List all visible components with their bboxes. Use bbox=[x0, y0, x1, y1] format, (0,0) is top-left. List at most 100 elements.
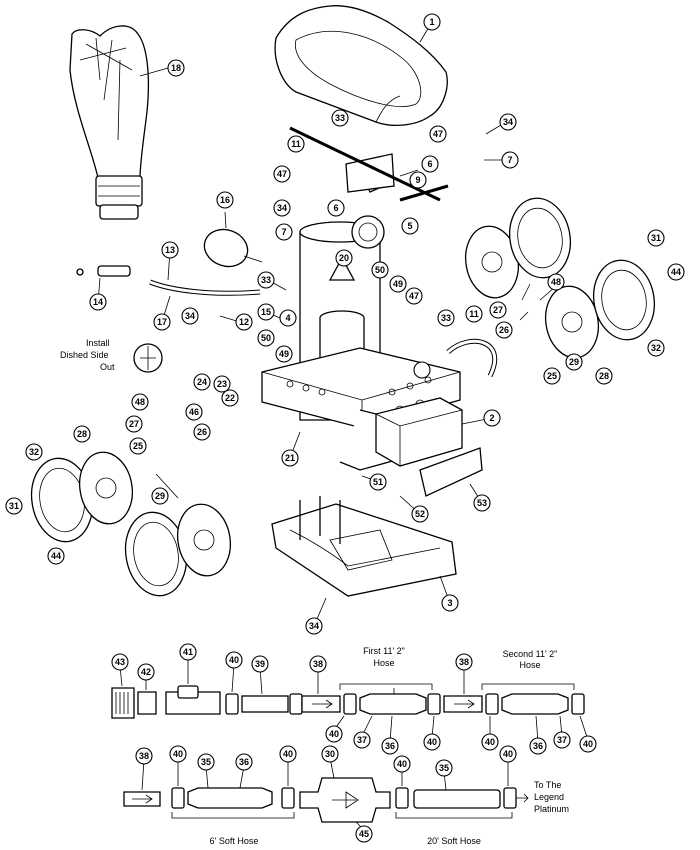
callout-20: 20 bbox=[335, 249, 353, 267]
hose-row-2-labels: 6' Soft Hose 20' Soft Hose To The Legend… bbox=[210, 780, 569, 846]
svg-text:36: 36 bbox=[533, 741, 543, 751]
svg-text:22: 22 bbox=[225, 393, 235, 403]
callout-8 bbox=[413, 361, 431, 379]
callout-12: 12 bbox=[235, 313, 253, 331]
callout-h39: 39 bbox=[251, 655, 269, 673]
wheel-left-rear bbox=[30, 451, 134, 543]
svg-text:27: 27 bbox=[129, 419, 139, 429]
callout-32: 32 bbox=[647, 339, 665, 357]
svg-text:40: 40 bbox=[583, 739, 593, 749]
callout-47: 47 bbox=[429, 125, 447, 143]
svg-text:7: 7 bbox=[507, 155, 512, 165]
callout-h36b: 36 bbox=[529, 737, 547, 755]
callout-h40b: 40 bbox=[325, 725, 343, 743]
callout-25b: 25 bbox=[129, 437, 147, 455]
callout-h40f: 40 bbox=[169, 745, 187, 763]
callout-27b: 27 bbox=[125, 415, 143, 433]
callout-7: 7 bbox=[501, 151, 519, 169]
svg-text:35: 35 bbox=[439, 763, 449, 773]
callout-11: 11 bbox=[287, 135, 305, 153]
callout-h38c: 38 bbox=[135, 747, 153, 765]
callout-h40c: 40 bbox=[423, 733, 441, 751]
callout-h40i: 40 bbox=[499, 745, 517, 763]
svg-text:First 11' 2": First 11' 2" bbox=[363, 646, 405, 656]
callout-16: 16 bbox=[216, 191, 234, 209]
callout-22: 22 bbox=[221, 389, 239, 407]
callout-h37b: 37 bbox=[553, 731, 571, 749]
callout-h40a: 40 bbox=[225, 651, 243, 669]
svg-text:50: 50 bbox=[375, 265, 385, 275]
svg-text:43: 43 bbox=[115, 657, 125, 667]
callout-3: 3 bbox=[441, 594, 459, 612]
callout-18: 18 bbox=[167, 59, 185, 77]
svg-text:4: 4 bbox=[285, 313, 290, 323]
wheel-right-front bbox=[544, 259, 655, 359]
hose-row-1 bbox=[111, 656, 589, 743]
callout-15: 15 bbox=[257, 303, 275, 321]
svg-text:To The: To The bbox=[534, 780, 561, 790]
dished-washer-detail bbox=[133, 343, 163, 373]
svg-text:1: 1 bbox=[429, 17, 434, 27]
callout-labels: 1 18 33 47 34 11 6 7 47 9 16 34 6 5 7 13… bbox=[5, 13, 685, 635]
callout-50: 50 bbox=[371, 261, 389, 279]
callout-28b: 28 bbox=[73, 425, 91, 443]
callout-4: 4 bbox=[279, 309, 297, 327]
svg-text:47: 47 bbox=[277, 169, 287, 179]
svg-text:31: 31 bbox=[9, 501, 19, 511]
svg-text:49: 49 bbox=[393, 279, 403, 289]
float bbox=[203, 228, 263, 268]
callout-h36a: 36 bbox=[381, 737, 399, 755]
svg-text:15: 15 bbox=[261, 307, 271, 317]
svg-text:26: 26 bbox=[197, 427, 207, 437]
callout-1: 1 bbox=[423, 13, 441, 31]
svg-text:30: 30 bbox=[325, 749, 335, 759]
callout-44: 44 bbox=[667, 263, 685, 281]
svg-text:32: 32 bbox=[651, 343, 661, 353]
svg-text:33: 33 bbox=[261, 275, 271, 285]
callout-11b: 11 bbox=[465, 305, 483, 323]
svg-text:14: 14 bbox=[93, 297, 103, 307]
svg-text:44: 44 bbox=[671, 267, 681, 277]
callout-25: 25 bbox=[543, 367, 561, 385]
callout-h35a: 35 bbox=[197, 753, 215, 771]
callout-h30: 30 bbox=[321, 745, 339, 763]
svg-text:41: 41 bbox=[183, 647, 193, 657]
top-cover bbox=[274, 5, 448, 127]
svg-text:40: 40 bbox=[397, 759, 407, 769]
svg-text:Dished Side: Dished Side bbox=[60, 350, 109, 360]
svg-text:39: 39 bbox=[255, 659, 265, 669]
callout-21: 21 bbox=[281, 449, 299, 467]
svg-text:53: 53 bbox=[477, 498, 487, 508]
svg-text:40: 40 bbox=[173, 749, 183, 759]
svg-text:45: 45 bbox=[359, 829, 369, 839]
svg-text:34: 34 bbox=[503, 117, 513, 127]
callout-49: 49 bbox=[389, 275, 407, 293]
svg-text:7: 7 bbox=[281, 227, 286, 237]
callout-34c: 34 bbox=[181, 307, 199, 325]
side-block bbox=[375, 397, 463, 467]
callout-h38b: 38 bbox=[455, 653, 473, 671]
svg-text:25: 25 bbox=[133, 441, 143, 451]
svg-text:36: 36 bbox=[239, 757, 249, 767]
callout-51: 51 bbox=[369, 473, 387, 491]
svg-text:40: 40 bbox=[485, 737, 495, 747]
svg-text:33: 33 bbox=[335, 113, 345, 123]
callout-53: 53 bbox=[473, 494, 491, 512]
callout-48: 48 bbox=[547, 273, 565, 291]
callout-6: 6 bbox=[421, 155, 439, 173]
svg-text:17: 17 bbox=[157, 317, 167, 327]
hose-row-1-labels: First 11' 2" Hose Second 11' 2" Hose bbox=[363, 646, 557, 670]
callout-h42: 42 bbox=[137, 663, 155, 681]
callout-48b: 48 bbox=[131, 393, 149, 411]
hose-row-2-callouts: 38 40 35 36 40 30 45 40 35 40 bbox=[135, 745, 517, 843]
callout-23: 23 bbox=[213, 375, 231, 393]
svg-text:Install: Install bbox=[86, 338, 110, 348]
svg-text:24: 24 bbox=[197, 377, 207, 387]
svg-text:33: 33 bbox=[441, 313, 451, 323]
svg-text:38: 38 bbox=[459, 657, 469, 667]
callout-44b: 44 bbox=[47, 547, 65, 565]
bottom-tray bbox=[271, 496, 457, 597]
svg-text:40: 40 bbox=[427, 737, 437, 747]
callout-h45: 45 bbox=[355, 825, 373, 843]
